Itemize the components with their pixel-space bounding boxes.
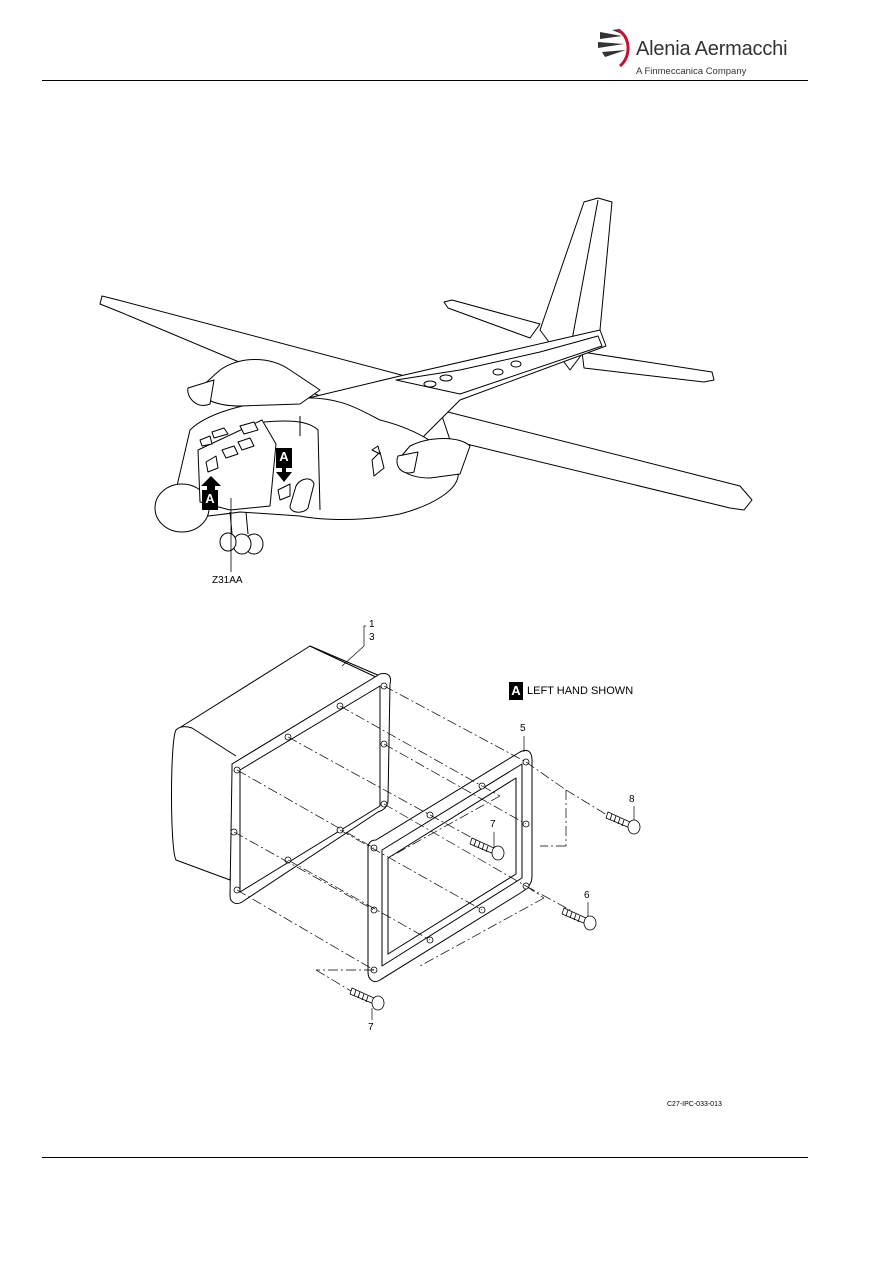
figure-reference: C27-IPC-033-013 (667, 1101, 722, 1108)
view-marker-box-1 (202, 490, 218, 510)
callout-5: 5 (520, 723, 526, 734)
note-marker: A (511, 683, 521, 698)
zone-label: Z31AA (212, 575, 243, 586)
header-rule (42, 80, 808, 81)
view-marker-1: A (205, 491, 215, 506)
callout-7-lower: 7 (368, 1022, 374, 1033)
view-marker-2: A (279, 449, 289, 464)
callout-1: 1 (369, 619, 375, 630)
brand-name: Alenia Aermacchi (636, 38, 788, 60)
screw-7-lower (349, 987, 385, 1011)
callout-3: 3 (369, 632, 375, 643)
cover-plate (367, 749, 533, 983)
vertical-tail (539, 197, 613, 371)
callout-7-upper: 7 (490, 819, 496, 830)
brand-subtitle: A Finmeccanica Company (636, 66, 747, 77)
callout-8: 8 (629, 794, 635, 805)
note-marker-box (509, 682, 523, 700)
callout-6: 6 (584, 890, 590, 901)
box-flange (229, 673, 391, 905)
screw-8 (605, 811, 641, 835)
screw-7-upper (469, 837, 505, 861)
view-arrow-down-icon (276, 468, 292, 482)
footer-rule (42, 1157, 808, 1158)
left-stabilizer (443, 299, 541, 339)
view-arrow-up-icon (201, 476, 221, 490)
note-text: LEFT HAND SHOWN (527, 685, 634, 697)
right-stabilizer (581, 351, 715, 383)
view-marker-box-2 (276, 448, 292, 468)
screw-6 (561, 907, 597, 931)
